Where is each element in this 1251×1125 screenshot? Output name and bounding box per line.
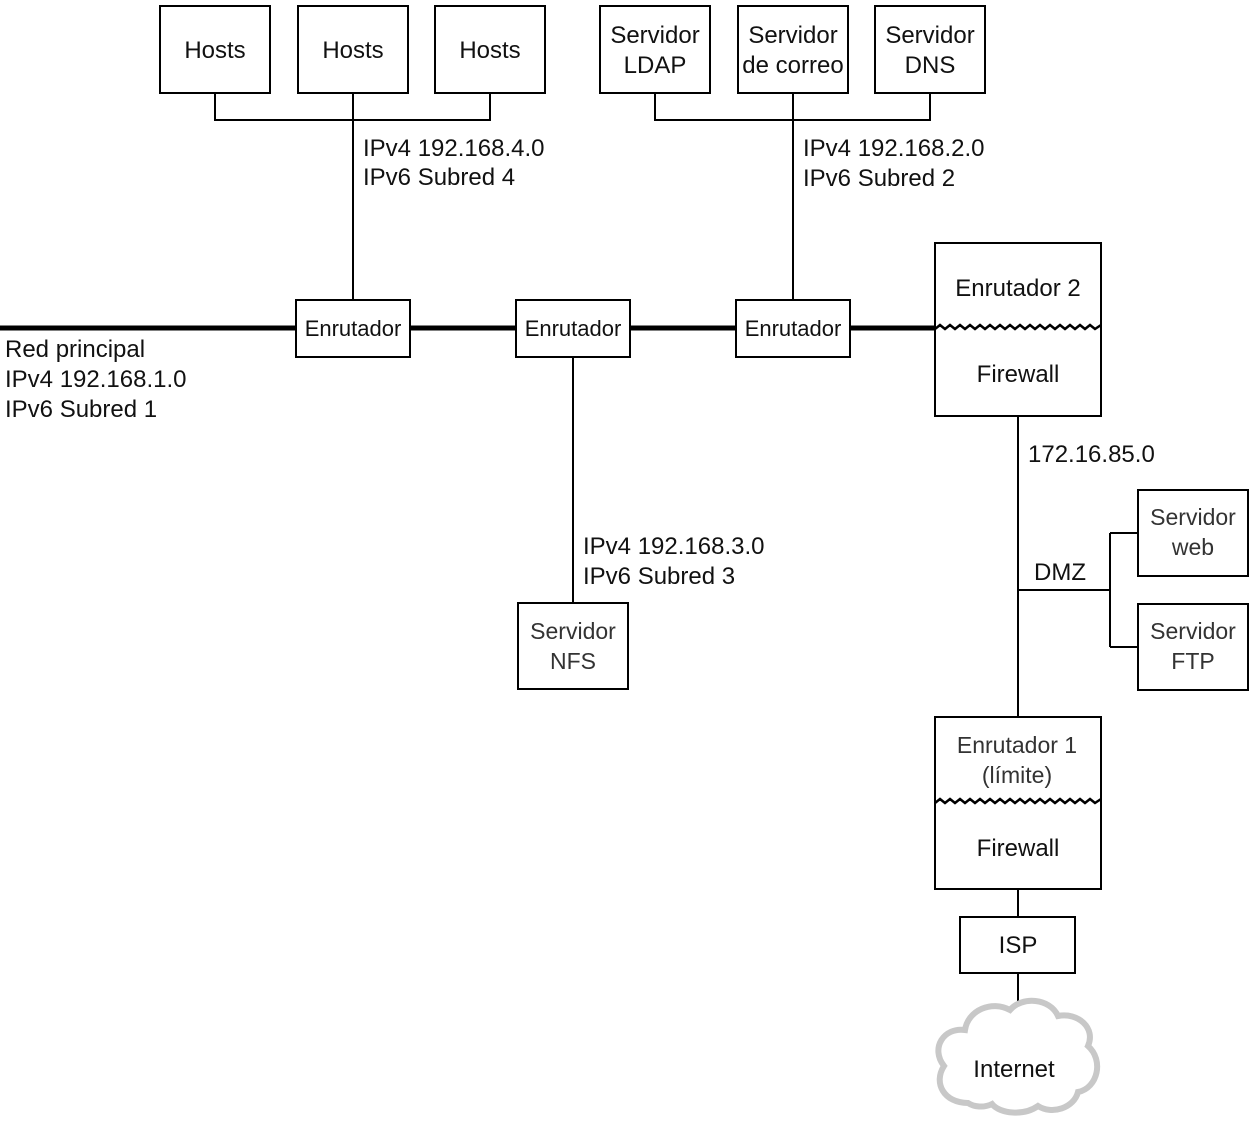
router-a-label: Enrutador <box>305 316 402 341</box>
main-network-name: Red principal <box>5 336 145 363</box>
dns-server-label-line-1: Servidor <box>885 22 974 49</box>
dns-server-label-line-2: DNS <box>905 52 956 79</box>
isp-node: ISP <box>959 916 1076 974</box>
hosts-node-2: Hosts <box>297 5 409 94</box>
subnet-3-ipv4: IPv4 192.168.3.0 <box>583 533 764 560</box>
internet-cloud: Internet <box>935 997 1100 1116</box>
subnet-3-ipv6: IPv6 Subred 3 <box>583 563 735 590</box>
router-2-label: Enrutador 2 <box>955 275 1080 302</box>
hosts-bus <box>214 93 491 300</box>
router-c-label: Enrutador <box>745 316 842 341</box>
perimeter-network-label: 172.16.85.0 <box>1028 441 1155 468</box>
router-c-node: Enrutador <box>735 299 851 358</box>
main-network-ipv6: IPv6 Subred 1 <box>5 396 157 423</box>
subnet-4-ipv6: IPv6 Subred 4 <box>363 164 515 191</box>
mail-server-label-line-1: Servidor <box>748 22 837 49</box>
router-2-divider <box>934 323 1102 331</box>
web-server-label-line-2: web <box>1171 534 1214 560</box>
servers-bus <box>654 93 931 300</box>
mail-server-node: Servidor de correo <box>737 5 849 94</box>
router-b-node: Enrutador <box>515 299 631 358</box>
subnet-4-label: IPv4 192.168.4.0 IPv6 Subred 4 <box>363 135 544 191</box>
web-server-label-line-1: Servidor <box>1150 504 1236 530</box>
hosts-node-1: Hosts <box>159 5 271 94</box>
subnet-2-label: IPv4 192.168.2.0 IPv6 Subred 2 <box>803 135 984 192</box>
router-a-node: Enrutador <box>295 299 411 358</box>
subnet-4-ipv4: IPv4 192.168.4.0 <box>363 135 544 162</box>
ftp-server-node: Servidor FTP <box>1137 603 1249 691</box>
internet-label: Internet <box>973 1056 1055 1083</box>
router-b-label: Enrutador <box>525 316 622 341</box>
subnet-2-ipv4: IPv4 192.168.2.0 <box>803 135 984 162</box>
ldap-server-label-line-2: LDAP <box>624 52 687 79</box>
hosts-label-1: Hosts <box>184 37 245 64</box>
main-network-label: Red principal IPv4 192.168.1.0 IPv6 Subr… <box>5 336 186 423</box>
dns-server-node: Servidor DNS <box>874 5 986 94</box>
router-1-label-line-2: (límite) <box>982 762 1052 788</box>
nfs-server-node: Servidor NFS <box>517 602 629 690</box>
hosts-label-3: Hosts <box>459 37 520 64</box>
subnet-2-ipv6: IPv6 Subred 2 <box>803 165 955 192</box>
isp-label: ISP <box>999 932 1038 959</box>
hosts-label-2: Hosts <box>322 37 383 64</box>
cloud-icon <box>935 997 1100 1116</box>
ldap-server-label-line-1: Servidor <box>610 22 699 49</box>
nfs-server-label-line-1: Servidor <box>530 618 616 644</box>
nfs-server-label-line-2: NFS <box>550 648 596 674</box>
router-2-firewall-node: Enrutador 2 Firewall <box>934 242 1102 417</box>
main-network-ipv4: IPv4 192.168.1.0 <box>5 366 186 393</box>
wires <box>214 93 1138 1003</box>
firewall-1-label: Firewall <box>977 835 1060 862</box>
web-server-node: Servidor web <box>1137 489 1249 577</box>
ftp-server-label-line-1: Servidor <box>1150 618 1236 644</box>
firewall-2-label: Firewall <box>977 361 1060 388</box>
hosts-node-3: Hosts <box>434 5 546 94</box>
dmz-label: DMZ <box>1034 559 1086 586</box>
router-1-firewall-node: Enrutador 1 (límite) Firewall <box>934 716 1102 890</box>
router-1-label-line-1: Enrutador 1 <box>957 732 1077 758</box>
router-1-divider <box>934 797 1102 805</box>
mail-server-label-line-2: de correo <box>742 52 843 79</box>
ftp-server-label-line-2: FTP <box>1171 648 1214 674</box>
ldap-server-node: Servidor LDAP <box>599 5 711 94</box>
dmz-link <box>1018 532 1138 648</box>
subnet-3-label: IPv4 192.168.3.0 IPv6 Subred 3 <box>583 533 764 590</box>
